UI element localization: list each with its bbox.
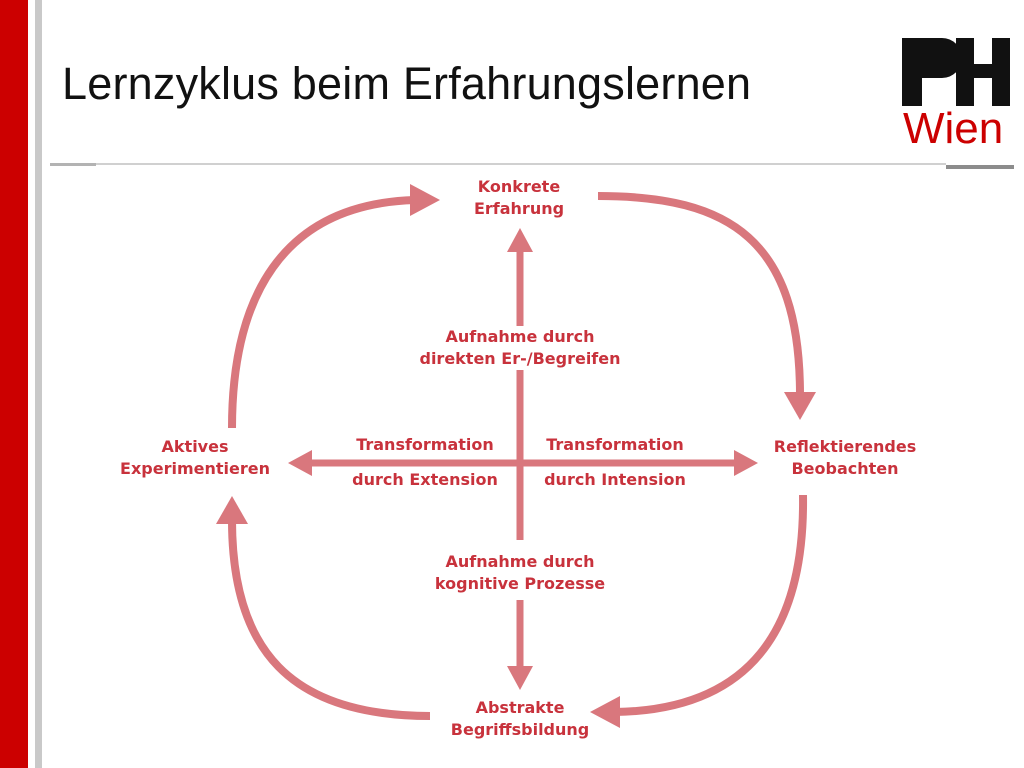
axis-arrowhead-left <box>288 450 312 476</box>
cycle-arrowhead-bottom-right <box>590 696 620 728</box>
node-konkrete-erfahrung: Konkrete Erfahrung <box>444 176 594 220</box>
axis-label-right-top: Transformation <box>546 435 684 454</box>
cycle-arrowhead-bottom-left <box>216 496 248 524</box>
node-top-line2: Erfahrung <box>473 199 565 218</box>
node-bottom-line1: Abstrakte <box>475 698 565 717</box>
node-abstrakte-begriffsbildung: Abstrakte Begriffsbildung <box>430 697 610 741</box>
ph-wien-logo <box>902 38 1010 106</box>
cycle-arrow-top-right <box>597 192 804 396</box>
header-rule <box>96 163 946 165</box>
axis-lower-line2: kognitive Prozesse <box>434 574 606 593</box>
axis-arrowhead-up <box>507 228 533 252</box>
axis-label-left-bottom: durch Extension <box>352 470 498 489</box>
header-rule-right <box>946 165 1014 169</box>
axis-label-lower: Aufnahme durch kognitive Prozesse <box>412 551 628 595</box>
axis-label-upper: Aufnahme durch direkten Er-/Begreifen <box>395 326 645 370</box>
logo-wordmark: Wien <box>903 104 1004 153</box>
axis-lower-line1: Aufnahme durch <box>445 552 595 571</box>
header-rule-left <box>50 163 96 166</box>
cycle-arrows <box>216 184 816 728</box>
axis-arrowhead-down <box>507 666 533 690</box>
axis-label-right-bottom: durch Intension <box>544 470 686 489</box>
node-right-line1: Reflektierendes <box>773 437 917 456</box>
left-accent-bar <box>0 0 28 768</box>
node-reflektierendes-beobachten: Reflektierendes Beobachten <box>750 436 940 480</box>
cycle-arrowhead-top-left <box>410 184 440 216</box>
axis-arrowhead-right <box>734 450 758 476</box>
node-aktives-experimentieren: Aktives Experimentieren <box>100 436 290 480</box>
axis-upper-line1: Aufnahme durch <box>445 327 595 346</box>
cycle-arrow-top-left <box>228 196 416 429</box>
ph-logo-mark <box>902 38 1010 106</box>
cycle-arrow-bottom-left <box>228 519 431 720</box>
cycle-arrowhead-top-right <box>784 392 816 420</box>
node-right-line2: Beobachten <box>791 459 899 478</box>
left-gray-bar <box>35 0 42 768</box>
node-left-line1: Aktives <box>161 437 229 456</box>
slide-title: Lernzyklus beim Erfahrungslernen <box>62 58 752 109</box>
axis-upper-line2: direkten Er-/Begreifen <box>419 349 621 368</box>
axis-label-left-top: Transformation <box>356 435 494 454</box>
cycle-arrow-bottom-right <box>614 494 808 716</box>
node-left-line2: Experimentieren <box>120 459 270 478</box>
node-bottom-line2: Begriffsbildung <box>450 720 590 739</box>
node-top-line1: Konkrete <box>477 177 561 196</box>
